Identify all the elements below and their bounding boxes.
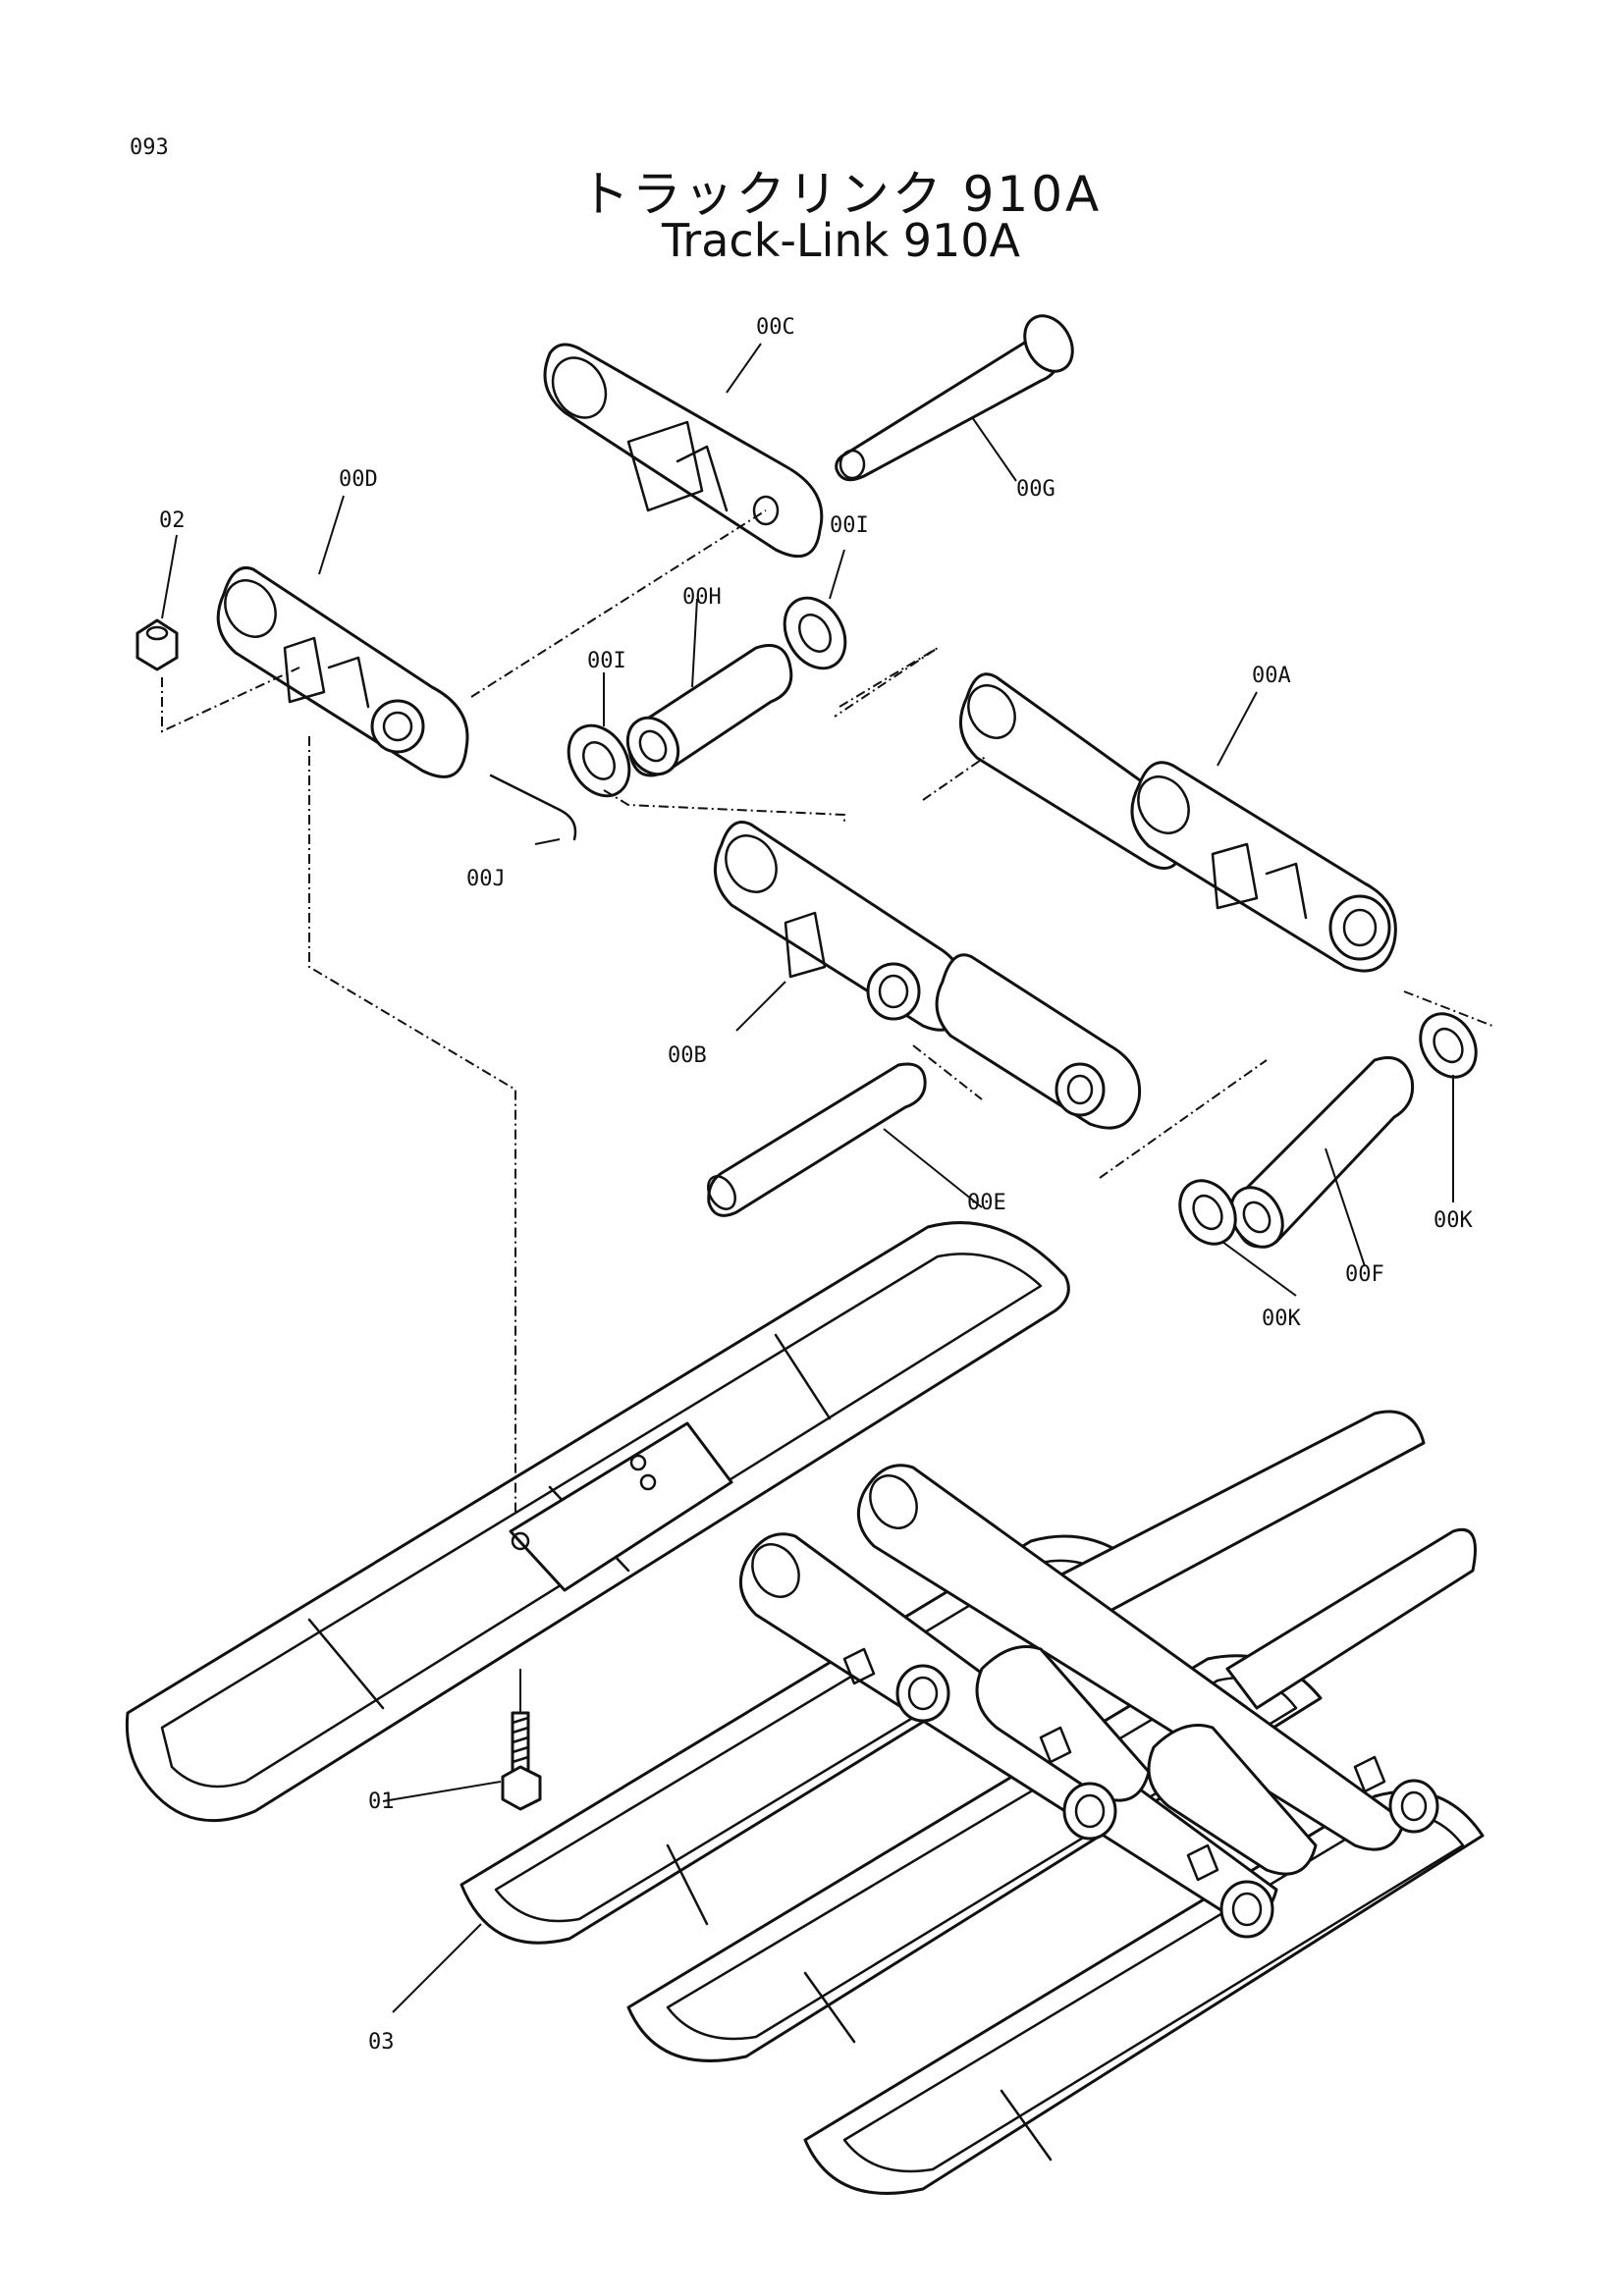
part-00j-clip [489,774,577,841]
part-00d-link [216,566,469,778]
callout-00h: 00H [682,585,722,610]
part-02-nut [135,618,179,671]
part-00k-seal-right [1419,1012,1478,1079]
callout-00g: 00G [1016,477,1055,502]
part-00e-pin [707,1062,927,1217]
part-00i-seal-left [567,723,631,798]
callout-00e: 00E [967,1191,1006,1215]
part-00k-seal-bottom [1178,1179,1237,1246]
callout-00c: 00C [756,315,795,340]
part-00g-pin [835,314,1074,482]
title-english: Track-Link 910A [661,214,1021,267]
page-number: 093 [130,135,169,160]
callout-00k-bottom: 00K [1262,1307,1301,1331]
callout-01: 01 [368,1789,395,1814]
part-03-track-shoe [125,1221,1070,1823]
callout-00i-top: 00I [830,513,869,538]
leader-lines [161,343,1493,2013]
callout-00b: 00B [668,1043,707,1068]
callout-00j: 00J [466,867,506,891]
callout-00a: 00A [1252,664,1291,688]
callout-labels: 00C 00G 00D 02 00I 00H 00I 00A 00J 00B 0… [159,315,1473,2055]
part-01-bolt [501,1711,542,1811]
part-00h-bushing [625,644,793,777]
part-00a-link [959,672,1397,973]
part-00i-seal-top [783,596,847,670]
callout-00i-left: 00I [587,649,626,673]
assembled-track-shoes [460,1410,1485,2195]
callout-00f: 00F [1345,1262,1384,1287]
part-00c-link [543,343,824,559]
callout-00d: 00D [339,467,378,492]
callout-03: 03 [368,2030,395,2055]
callout-00k-right: 00K [1434,1208,1473,1233]
part-00b-link [714,821,1142,1130]
title-japanese: トラックリンク 910A [579,166,1103,223]
callout-02: 02 [159,508,186,533]
part-00f-bushing [1229,1056,1415,1249]
